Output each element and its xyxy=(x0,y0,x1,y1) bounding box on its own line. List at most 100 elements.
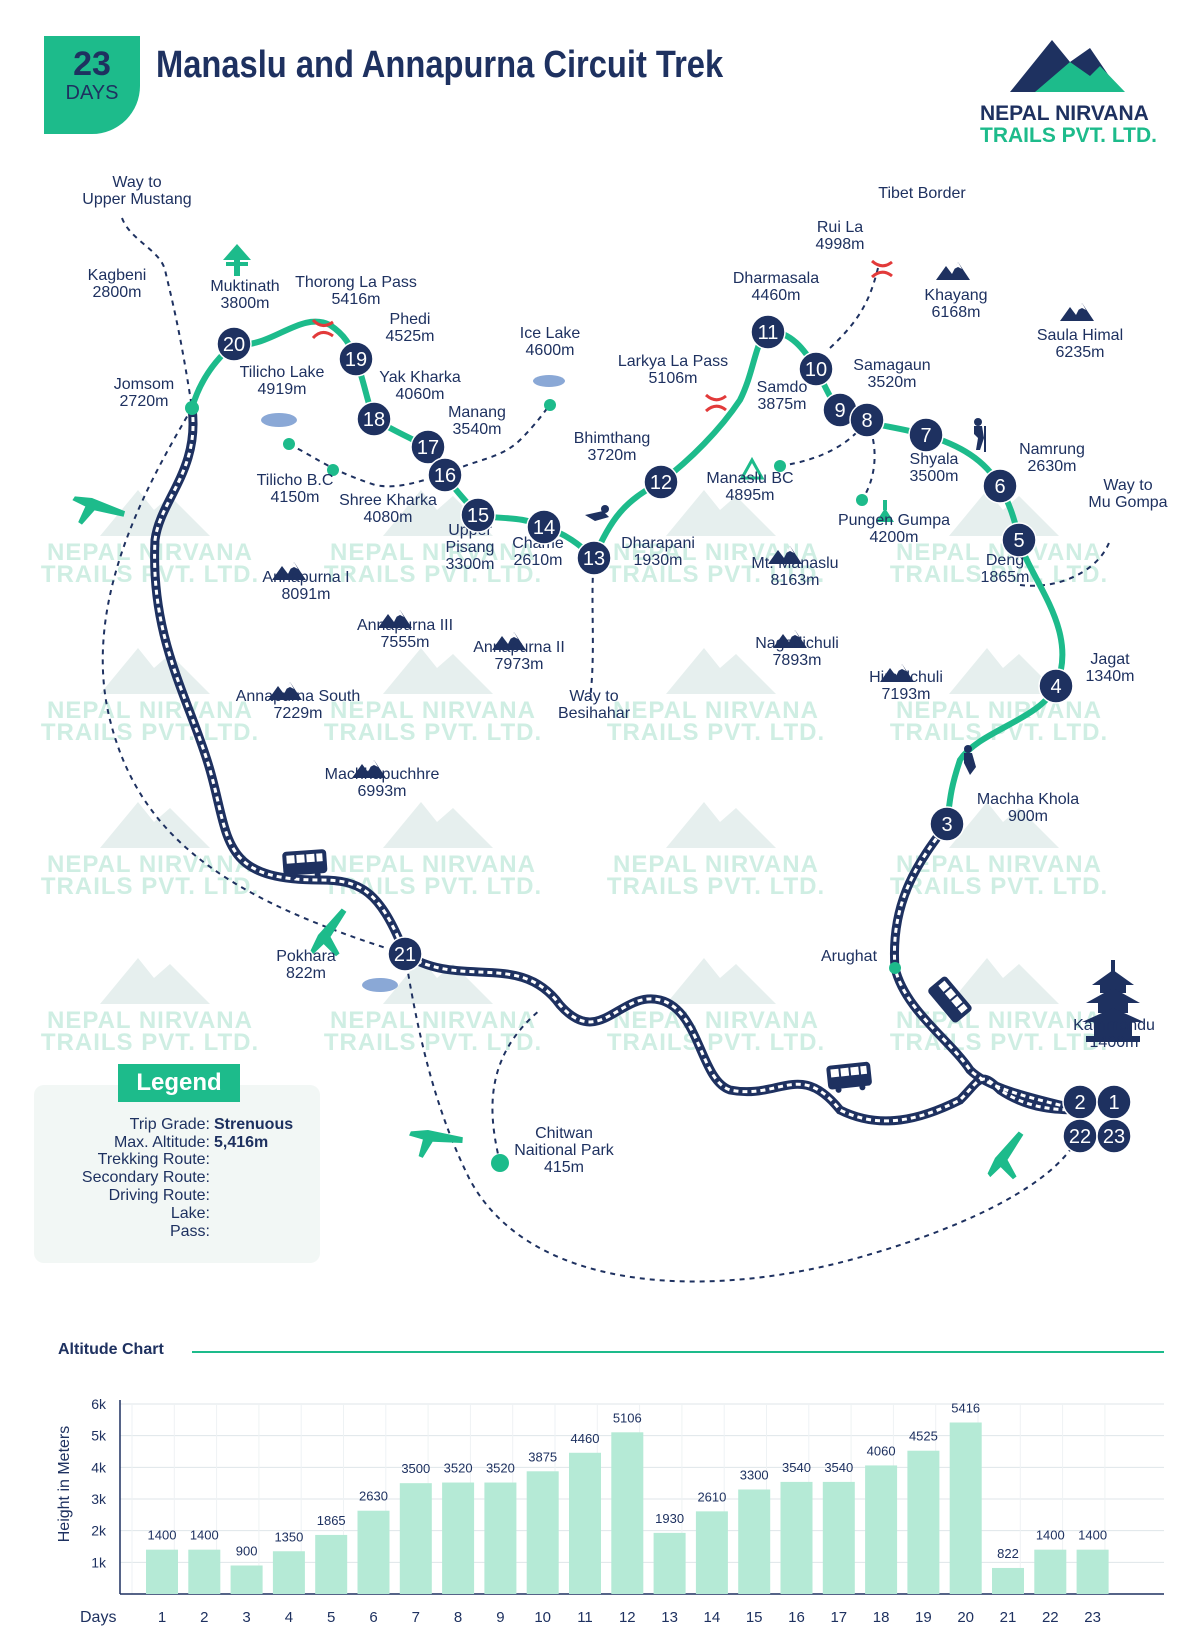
stop-marker-day-8: 8 xyxy=(849,402,885,438)
bar-day-8 xyxy=(442,1482,475,1594)
stop-marker-day-12: 12 xyxy=(643,464,679,500)
watermark-line1: NEPAL NIRVANA xyxy=(330,697,536,724)
watermark-line2: TRAILS PVT. LTD. xyxy=(890,1029,1108,1056)
stop-number: 21 xyxy=(394,944,416,966)
bar-value-label: 1865 xyxy=(317,1513,346,1528)
x-tick-label: 23 xyxy=(1084,1609,1101,1626)
watermark-line1: NEPAL NIRVANA xyxy=(896,539,1102,566)
logo-mountain-icon xyxy=(1010,40,1125,92)
thorong-la-pass-icon xyxy=(311,318,334,340)
stop-number: 20 xyxy=(223,334,245,356)
y-tick-label: 3k xyxy=(91,1491,107,1507)
bar-day-4 xyxy=(272,1551,305,1594)
watermark-line2: TRAILS PVT. LTD. xyxy=(41,873,259,900)
stop-marker-day-2: 2 xyxy=(1062,1084,1098,1120)
x-tick-label: 15 xyxy=(746,1609,763,1626)
watermark-line1: NEPAL NIRVANA xyxy=(47,1007,253,1034)
watermark-line1: NEPAL NIRVANA xyxy=(613,851,819,878)
bar-day-16 xyxy=(780,1481,813,1594)
bar-day-17 xyxy=(822,1481,855,1594)
tilicho-lake-icon xyxy=(261,413,297,427)
stop-number: 22 xyxy=(1069,1126,1091,1148)
plane-icon xyxy=(403,1108,466,1170)
route-tilicho xyxy=(288,443,446,488)
x-tick-label: 21 xyxy=(1000,1609,1017,1626)
stop-number: 11 xyxy=(758,322,779,344)
stop-marker-day-16: 16 xyxy=(427,457,463,493)
bar-value-label: 900 xyxy=(236,1544,258,1559)
watermark-line1: NEPAL NIRVANA xyxy=(896,851,1102,878)
bar-value-label: 1400 xyxy=(1036,1528,1065,1543)
rui-la-pass-icon xyxy=(870,259,893,279)
bar-value-label: 3540 xyxy=(824,1460,853,1475)
stop-number: 19 xyxy=(345,349,367,371)
watermark-line1: NEPAL NIRVANA xyxy=(613,697,819,724)
stop-number: 1 xyxy=(1108,1092,1119,1114)
plane-icon xyxy=(981,1130,1031,1184)
bar-value-label: 2630 xyxy=(359,1489,388,1504)
pokhara-lake-icon xyxy=(362,978,398,992)
manaslu-bc-tent-icon xyxy=(739,456,765,480)
stop-marker-day-22: 22 xyxy=(1062,1118,1098,1154)
bar-value-label: 3520 xyxy=(486,1461,515,1476)
bar-value-label: 3520 xyxy=(444,1461,473,1476)
stop-number: 16 xyxy=(434,465,456,487)
route-pungen-gumpa xyxy=(861,419,876,501)
altitude-chart-title: Altitude Chart xyxy=(58,1341,164,1358)
x-tick-label: 6 xyxy=(369,1609,377,1626)
page-title: Manaslu and Annapurna Circuit Trek xyxy=(156,44,724,86)
bar-day-9 xyxy=(484,1482,517,1594)
kathmandu-pagoda-icon xyxy=(1082,960,1144,1042)
route-chitwan xyxy=(491,1009,541,1164)
bar-day-18 xyxy=(865,1465,898,1594)
legend-label: Trip Grade: xyxy=(129,1116,210,1133)
x-tick-label: 7 xyxy=(412,1609,420,1626)
bus-icons xyxy=(282,849,972,1093)
stop-number: 7 xyxy=(920,425,931,447)
stop-marker-day-5: 5 xyxy=(1001,522,1037,558)
muktinath-temple-icon xyxy=(223,244,251,276)
larkya-la-pass-icon xyxy=(704,393,727,413)
stop-marker-day-13: 13 xyxy=(576,540,612,576)
stop-marker-day-4: 4 xyxy=(1038,668,1074,704)
x-tick-label: 3 xyxy=(242,1609,250,1626)
y-tick-label: 4k xyxy=(91,1459,107,1475)
bar-day-14 xyxy=(695,1511,728,1594)
bar-day-23 xyxy=(1076,1549,1109,1594)
watermark-line2: TRAILS PVT. LTD. xyxy=(324,719,542,746)
stop-number: 9 xyxy=(834,400,845,422)
bar-value-label: 1350 xyxy=(274,1529,303,1544)
bar-day-10 xyxy=(526,1471,559,1594)
bus-icon xyxy=(282,849,328,880)
bar-day-1 xyxy=(146,1549,178,1594)
trekking-route xyxy=(189,318,1066,825)
stop-marker-day-19: 19 xyxy=(338,341,374,377)
x-tick-label: 17 xyxy=(830,1609,847,1626)
